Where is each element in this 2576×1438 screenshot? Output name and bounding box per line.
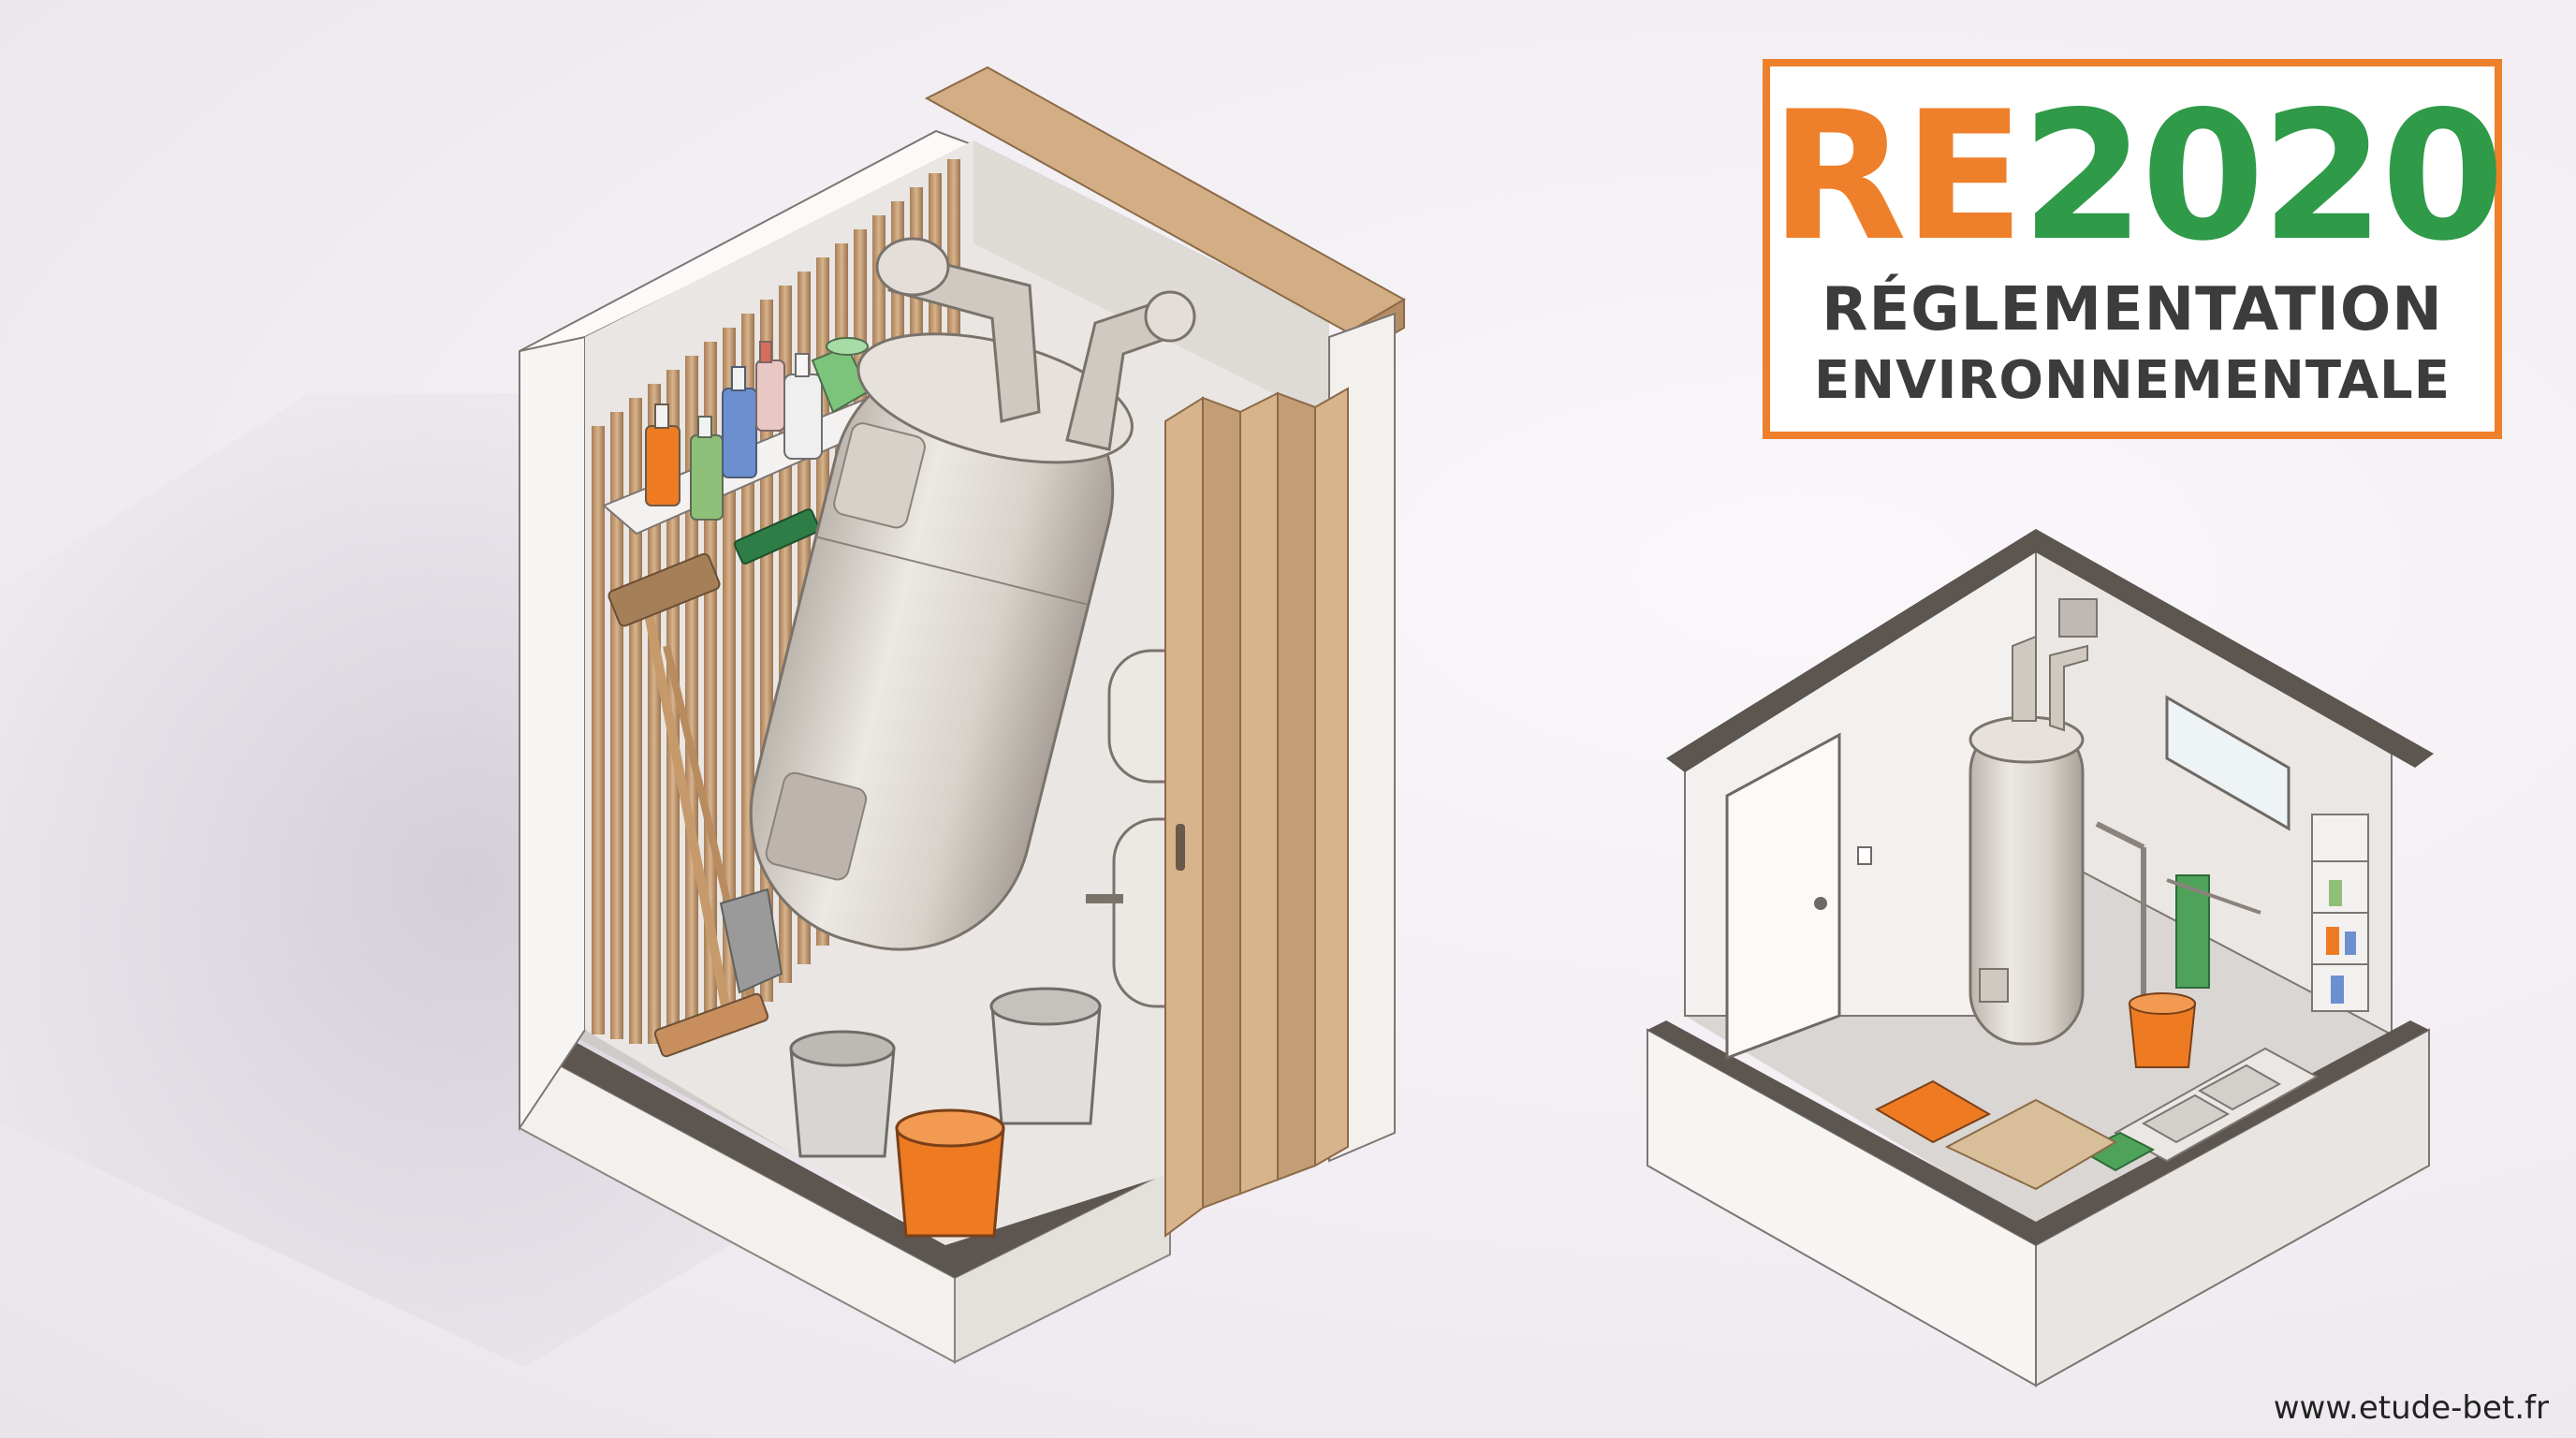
wood-floor-panel xyxy=(1944,1098,2118,1191)
sink-counter xyxy=(2080,1047,2320,1172)
small-orange-bucket xyxy=(2128,992,2197,1068)
wall-brush xyxy=(733,508,821,565)
grey-bucket-left xyxy=(789,1030,896,1158)
wall-storage-unit xyxy=(2311,814,2369,1012)
cleaning-bottles xyxy=(645,337,871,521)
room-top-rim-left xyxy=(1666,529,2036,772)
logo-title-year: 2020 xyxy=(2021,73,2505,280)
room-top-rim-right xyxy=(2036,529,2434,768)
orange-bucket xyxy=(895,1108,1005,1238)
orange-floor-mat xyxy=(1874,1079,1992,1144)
closet-base-rim xyxy=(520,1034,1170,1278)
door-handle xyxy=(1814,897,1827,910)
logo-subtitle-line1: RÉGLEMENTATION xyxy=(1822,275,2443,345)
website-url: www.etude-bet.fr xyxy=(2273,1389,2549,1427)
large-closet-illustration xyxy=(0,66,1407,1367)
logo-title: RE2020 xyxy=(1770,83,2505,271)
room-door xyxy=(1725,732,1841,1061)
grey-bucket-right xyxy=(989,987,1102,1125)
closet-back-wall-right xyxy=(973,140,1329,421)
air-ducts xyxy=(875,237,1196,451)
small-room-illustration xyxy=(1647,529,2434,1387)
broom-and-mop xyxy=(607,552,783,1058)
towel-rail xyxy=(2166,878,2261,915)
re2020-logo: RE2020 RÉGLEMENTATION ENVIRONNEMENTALE xyxy=(1763,59,2505,439)
heat-pump-water-heater xyxy=(749,332,1134,951)
logo-title-re: RE xyxy=(1770,73,2025,280)
logo-subtitle-line2: ENVIRONNEMENTALE xyxy=(1814,350,2451,411)
small-water-heater xyxy=(1969,635,2088,1046)
closet-left-wall xyxy=(519,330,586,1132)
light-switch xyxy=(1857,846,1872,865)
room-window xyxy=(2165,695,2291,831)
folding-door xyxy=(1164,387,1349,1238)
wall-pipes xyxy=(2095,821,2146,1002)
wall-vent xyxy=(2058,598,2098,638)
